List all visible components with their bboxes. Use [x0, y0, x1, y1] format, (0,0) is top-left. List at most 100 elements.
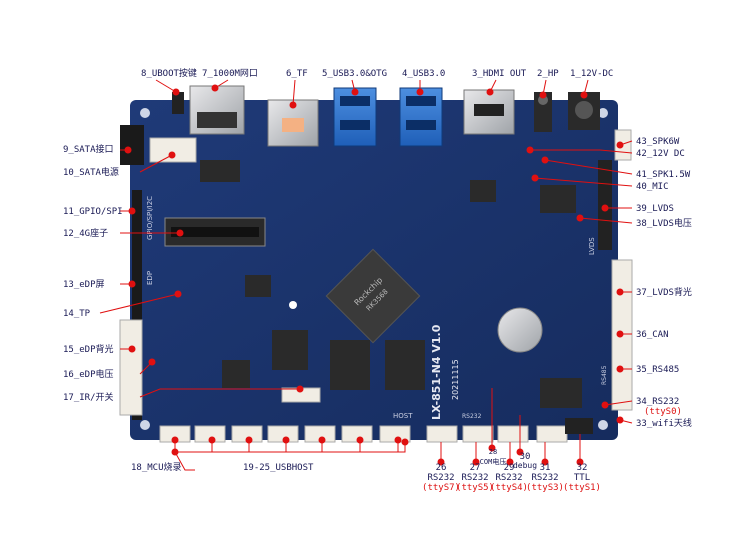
leader-dot — [531, 174, 539, 182]
label-43-spk6w: 43_SPK6W — [636, 137, 680, 147]
chip — [222, 360, 250, 388]
label-10-sata-power: 10_SATA电源 — [63, 168, 119, 178]
jst-connector — [497, 425, 529, 443]
silk-host: HOST — [393, 412, 413, 420]
leader-line — [174, 442, 406, 453]
leader-line — [579, 217, 633, 224]
leader-dot — [296, 385, 304, 393]
jst-connector — [379, 425, 411, 443]
jst-connector — [267, 425, 299, 443]
silk-edp: EDP — [146, 271, 154, 285]
gpio-header — [132, 190, 142, 420]
leader-dot — [356, 436, 364, 444]
leader-dot — [616, 365, 624, 373]
label-31-type: RS232 — [531, 473, 559, 483]
board-model-silk: LX-851-N4 V1.0 — [430, 324, 443, 420]
rtc-battery — [497, 307, 543, 353]
leader-dot — [539, 91, 547, 99]
mount-hole — [598, 108, 608, 118]
leader-dot — [171, 436, 179, 444]
leader-dot — [128, 345, 136, 353]
label-34-rs232: 34_RS232 — [636, 397, 680, 407]
header-strip — [119, 319, 143, 416]
leader-dot — [148, 358, 156, 366]
label-41-spk15w: 41_SPK1.5W — [636, 170, 691, 180]
label-32-num: 32 — [576, 463, 588, 473]
leader-dot — [289, 101, 297, 109]
leader-dot — [168, 151, 176, 159]
leader-line — [139, 154, 173, 173]
leader-dot — [576, 214, 584, 222]
ram-chip — [385, 340, 425, 390]
label-18-mcu: 18_MCU烧录 — [131, 463, 182, 473]
label-9-sata: 9_SATA接口 — [63, 145, 114, 155]
jst-connector — [341, 425, 373, 443]
jst-connector — [426, 425, 458, 443]
chip — [470, 180, 496, 202]
label-35-rs485: 35_RS485 — [636, 365, 680, 375]
label-7-ethernet: 7_1000M网口 — [202, 69, 258, 79]
label-30-desc: debug — [512, 461, 538, 470]
emmc-chip — [272, 330, 308, 370]
label-32-tty: (ttyS1) — [563, 483, 601, 493]
label-39-lvds: 39_LVDS — [636, 204, 674, 214]
soc — [325, 248, 421, 344]
label-12-4g: 12_4G座子 — [63, 229, 109, 239]
leader-line — [530, 149, 633, 154]
leader-dot — [616, 330, 624, 338]
silk-gpio: GPIO/SPI/I2C — [146, 196, 154, 240]
leader-dot — [172, 88, 180, 96]
leader-dot — [318, 436, 326, 444]
label-8-uboot: 8_UBOOT按键 — [141, 69, 197, 79]
label-29-num: 29 — [503, 463, 515, 473]
label-13-edp: 13_eDP屏 — [63, 280, 105, 290]
leader-dot — [488, 444, 496, 452]
leader-dot — [541, 458, 549, 466]
leader-dot — [351, 88, 359, 96]
label-3-hdmi: 3_HDMI OUT — [472, 69, 527, 79]
leader-dot — [245, 436, 253, 444]
label-40-mic: 40_MIC — [636, 182, 669, 192]
label-6-tf: 6_TF — [286, 69, 308, 79]
leader-dot — [472, 458, 480, 466]
leader-line — [139, 388, 300, 398]
label-31-num: 31 — [539, 463, 551, 473]
leader-dot — [616, 288, 624, 296]
leader-dot — [124, 146, 132, 154]
chip — [200, 160, 240, 182]
mount-hole — [140, 108, 150, 118]
leader-line — [544, 159, 633, 175]
leader-dot — [128, 280, 136, 288]
label-28-desc: COM电压 — [479, 458, 507, 466]
bottom-connectors — [159, 425, 568, 443]
leader-dot — [211, 84, 219, 92]
leader-dot — [128, 207, 136, 215]
leader-dot — [437, 458, 445, 466]
sata-power — [149, 137, 197, 163]
jst-connector — [536, 425, 568, 443]
leader-line — [534, 177, 633, 187]
label-30-num: 30 — [519, 452, 531, 462]
leader-dot — [282, 436, 290, 444]
board-date-silk: 20211115 — [451, 359, 460, 400]
label-15-edp-backlight: 15_eDP背光 — [63, 345, 114, 355]
center-hole — [289, 301, 297, 309]
silk-rs485: RS485 — [601, 365, 608, 385]
mount-hole — [598, 420, 608, 430]
leader-dot — [416, 88, 424, 96]
label-11-gpio: 11_GPIO/SPI — [63, 207, 123, 217]
label-1-dc: 1_12V-DC — [570, 69, 614, 79]
label-2-hp: 2_HP — [537, 69, 559, 79]
sata-connector — [120, 125, 144, 165]
label-17-ir: 17_IR/开关 — [63, 393, 114, 403]
leader-line — [99, 293, 179, 314]
label-42-12vdc: 42_12V DC — [636, 149, 685, 159]
label-14-tp: 14_TP — [63, 309, 91, 319]
chip — [540, 185, 576, 213]
label-26-num: 26 — [435, 463, 447, 473]
leader-line — [174, 451, 195, 471]
leader-dot — [208, 436, 216, 444]
leader-line — [292, 79, 296, 106]
jst-connector — [462, 425, 494, 443]
label-29-tty: (ttyS4) — [490, 483, 528, 493]
